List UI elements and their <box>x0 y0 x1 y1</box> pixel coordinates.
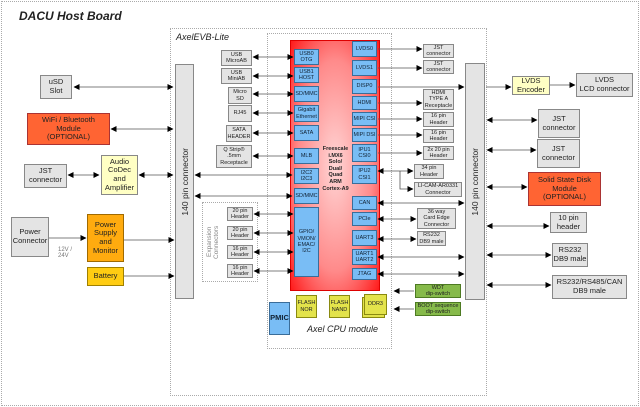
right-140-pin-connector: 140 pin connector <box>465 63 485 300</box>
ddr3: DDR3 <box>364 294 387 315</box>
jst-connector-lvds1: JST connector <box>423 60 454 74</box>
sata-header: SATA HEADER <box>226 125 252 142</box>
expansion-header-3: 16 pin Header <box>227 245 253 259</box>
lvds-encoder: LVDS Encoder <box>512 76 550 95</box>
cpu-usb0-otg: USB0 OTG <box>294 49 319 65</box>
cpu-pcie: PCIe <box>352 212 377 226</box>
wdt-dip-switch[interactable]: WDT dip-switch <box>415 284 461 298</box>
card-edge-connector: 36 way Card Edge Connector <box>417 208 456 229</box>
left-140-pin-connector: 140 pin connector <box>175 64 194 299</box>
micro-sd-slot: Micro SD <box>228 87 252 104</box>
cpu-mipi-dsi: MIPI DSI <box>352 128 377 142</box>
cpu-ipu1-csi0: IPU1 CSI0 <box>352 144 377 162</box>
mipi-dsi-header: 16 pin Header <box>423 129 454 143</box>
boot-sequence-dip-switch[interactable]: BOOT sequence dip-switch <box>415 302 461 316</box>
cpu-mlb: MLB <box>294 148 319 164</box>
arrow <box>399 171 414 192</box>
usb-miniab-connector: USB MiniAB <box>221 68 252 84</box>
mipi-csi-header: 16 pin Header <box>423 112 454 127</box>
flash-nand: FLASH NAND <box>329 295 350 318</box>
cpu-jtag: JTAG <box>352 268 377 280</box>
rs232-db9-male: RS232 DB9 male <box>552 243 588 267</box>
li-cam-connector: LI-CAM-AR0331 Connector <box>414 182 462 197</box>
cpu-usb1-host: USB1 HOST <box>294 67 319 83</box>
cpu-module-title: Axel CPU module <box>307 324 379 334</box>
flash-nor: FLASH NOR <box>296 295 317 318</box>
cpu-module-frame <box>267 33 392 349</box>
evb-frame <box>170 28 487 396</box>
expansion-header-4: 16 pin Header <box>227 264 253 278</box>
jst-connector-1: JST connector <box>538 109 580 138</box>
cpu-label: Freescale i.MX6 Solo/ Dual/ Quad ARM Cor… <box>322 146 349 192</box>
expansion-frame <box>202 202 258 282</box>
usb-microab-connector: USB MicroAB <box>221 50 252 66</box>
solid-state-disk-module: Solid State Disk Module (OPTIONAL) <box>528 172 601 206</box>
evb-title: AxelEVB-Lite <box>176 32 230 42</box>
cpu-lvds0: LVDS0 <box>352 41 377 57</box>
cpu-lvds1: LVDS1 <box>352 60 377 76</box>
expansion-header-1: 20 pin Header <box>227 207 253 221</box>
lvds-lcd-connector: LVDS LCD connector <box>576 73 633 97</box>
audio-codec-amplifier: Audio CoDec and Amplifier <box>101 155 138 195</box>
ipu2-34-pin-header: 34 pin Header <box>414 164 444 179</box>
power-connector: Power Connector <box>11 217 49 257</box>
ipu1-header: 2x 20 pin Header <box>423 146 454 160</box>
cpu-sata: SATA <box>294 125 319 141</box>
cpu-disp0: DISP0 <box>352 79 377 94</box>
jst-connector-lvds0: JST connector <box>423 44 454 58</box>
rs232-rs485-can-db9: RS232/RS485/CAN DB9 male <box>552 275 627 299</box>
rs232-db9: RS232 DB9 male <box>417 231 446 246</box>
pmic: PMIC <box>269 302 290 335</box>
jst-connector-2: JST connector <box>537 139 580 168</box>
host-board-title: DACU Host Board <box>19 9 122 23</box>
cpu-can: CAN <box>352 196 377 210</box>
usd-slot: uSD Slot <box>40 75 72 99</box>
wifi-bluetooth-module: WiFi / Bluetooth Module (OPTIONAL) <box>27 113 110 145</box>
cpu-hdmi: HDMI <box>352 96 377 110</box>
rj45-connector: RJ45 <box>228 105 252 122</box>
voltage-label: 12V / 24V <box>58 247 73 259</box>
power-supply-monitor: Power Supply and Monitor <box>87 214 124 262</box>
cpu-uart1-uart2: UART1 UART2 <box>352 249 377 265</box>
hdmi-receptacle: HDMI TYPE A Receptacle <box>423 89 454 110</box>
q-strip-receptacle: Q Strip® .5mm Receptacle <box>216 145 252 168</box>
cpu-gigabit-ethernet: Gigabit Ethernet <box>294 105 319 122</box>
cpu-gpio: GPIO/ VMON/ EMAC/ I2C <box>294 207 319 277</box>
cpu-sdmmc-2: SD/MMC <box>294 188 319 204</box>
battery: Battery <box>87 267 124 286</box>
cpu-i2c: I2C2 I2C3 <box>294 168 319 184</box>
expansion-header-2: 20 pin Header <box>227 226 253 240</box>
cpu-sdmmc-1: SD/MMC <box>294 86 319 102</box>
10-pin-header: 10 pin header <box>550 212 587 233</box>
cpu-mipi-csi: MIPI CSI <box>352 112 377 126</box>
jst-connector-audio: JST connector <box>24 164 67 188</box>
cpu-ipu2-csi1: IPU2 CSI1 <box>352 165 377 184</box>
cpu-uart3: UART3 <box>352 230 377 246</box>
